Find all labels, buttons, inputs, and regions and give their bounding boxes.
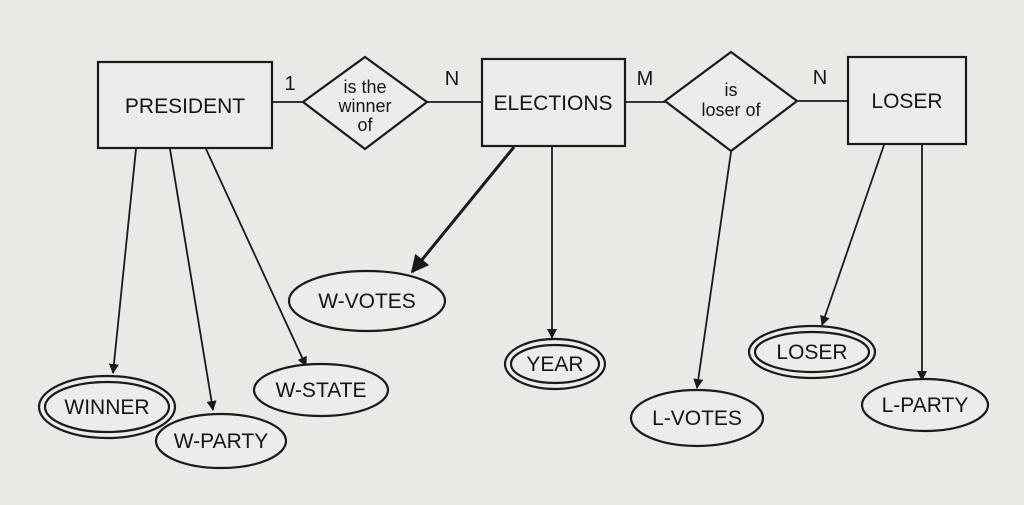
arrow-to-w-votes [410, 146, 516, 274]
entity-president: PRESIDENT [96, 60, 274, 150]
arrow-to-w-state [205, 148, 307, 367]
relationship-loser-line-2: loser of [701, 100, 761, 120]
attribute-l-party: L-PARTY [860, 377, 990, 433]
arrow-to-winner [108, 148, 137, 374]
relationship-winner-line-3: of [357, 115, 373, 135]
relationship-loser-line-1: is [725, 80, 738, 100]
attribute-winner-label: WINNER [64, 396, 149, 419]
attribute-w-state: W-STATE [252, 362, 390, 418]
attribute-w-party: W-PARTY [154, 412, 288, 470]
relationship-is-loser-of: is loser of [663, 50, 799, 153]
arrow-to-loser-attr [820, 144, 885, 326]
relationship-is-the-winner-of: is the winner of [301, 55, 429, 151]
attribute-w-votes-label: W-VOTES [318, 290, 416, 313]
cardinality-elections-winner-side: N [445, 68, 459, 90]
entity-loser: LOSER [846, 55, 968, 146]
attribute-w-party-label: W-PARTY [174, 430, 269, 453]
attribute-loser: LOSER [747, 324, 877, 380]
attribute-year-label: YEAR [526, 353, 583, 376]
cardinality-president-side: 1 [284, 73, 295, 95]
arrow-to-w-party [169, 148, 217, 411]
entity-loser-label: LOSER [871, 90, 942, 113]
cardinality-loser-side: N [813, 67, 827, 89]
entity-elections: ELECTIONS [480, 57, 627, 148]
attribute-l-votes: L-VOTES [629, 388, 765, 448]
attribute-l-party-label: L-PARTY [882, 394, 969, 417]
relationship-winner-line-2: winner [337, 96, 391, 116]
attribute-l-votes-label: L-VOTES [652, 407, 742, 430]
cardinality-elections-loser-side: M [637, 68, 654, 90]
attribute-w-votes: W-VOTES [287, 269, 447, 333]
arrow-to-l-votes [693, 151, 732, 389]
relationship-winner-line-1: is the [343, 77, 386, 97]
entity-elections-label: ELECTIONS [493, 92, 612, 115]
attribute-loser-label: LOSER [776, 341, 847, 364]
attribute-winner: WINNER [37, 374, 177, 440]
entity-president-label: PRESIDENT [125, 95, 245, 118]
attribute-w-state-label: W-STATE [276, 379, 367, 402]
attribute-year: YEAR [503, 337, 607, 391]
